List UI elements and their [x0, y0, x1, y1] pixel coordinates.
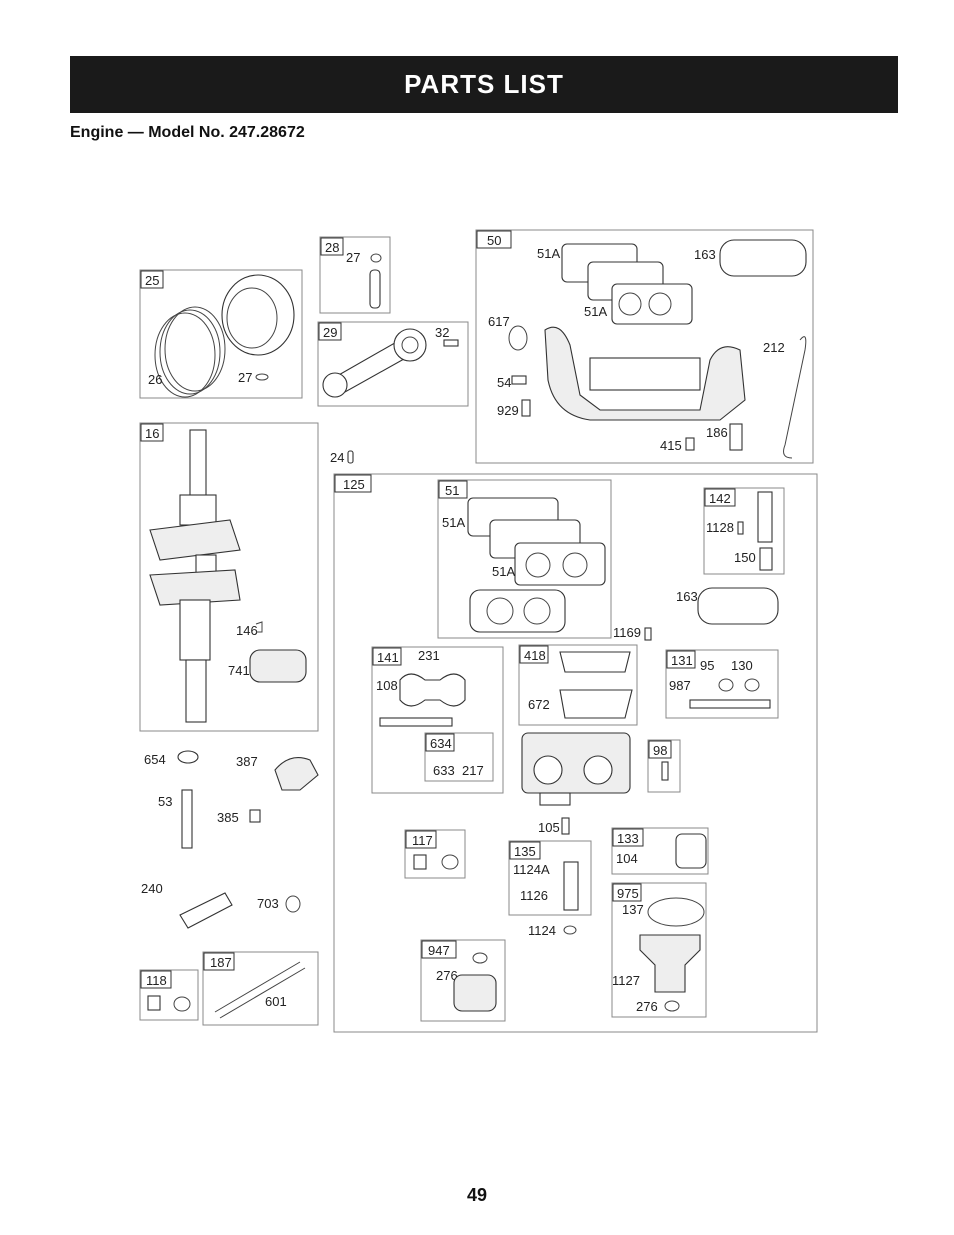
callout-54: 54	[497, 375, 511, 390]
callout-27-a: 27	[238, 370, 252, 385]
callout-53: 53	[158, 794, 172, 809]
callout-186: 186	[706, 425, 728, 440]
callout-1126: 1126	[520, 888, 548, 903]
callout-1124A: 1124A	[513, 862, 550, 877]
callout-27-b: 27	[346, 250, 360, 265]
callout-51A-3: 51A	[442, 515, 465, 530]
callout-98: 98	[653, 743, 667, 758]
callout-1128: 1128	[706, 520, 734, 535]
callout-150: 150	[734, 550, 756, 565]
callout-25: 25	[145, 273, 159, 288]
callout-51: 51	[445, 483, 459, 498]
callout-418: 418	[524, 648, 546, 663]
callout-415: 415	[660, 438, 682, 453]
callout-1169: 1169	[613, 625, 641, 640]
callout-142: 142	[709, 491, 731, 506]
group-50-intake-manifold: 50 51A 51A 163 617 212 54 929 186 415	[475, 229, 814, 464]
callout-51A-2: 51A	[584, 304, 607, 319]
group-16-crankshaft: 16 146 741	[139, 422, 319, 732]
group-25-piston: 25 26 27	[139, 269, 303, 399]
group-28-wrist-pin: 28 27	[319, 236, 391, 314]
callout-187: 187	[210, 955, 232, 970]
callout-16: 16	[145, 426, 159, 441]
callout-95: 95	[700, 658, 714, 673]
page-banner: PARTS LIST	[70, 56, 898, 113]
callout-672: 672	[528, 697, 550, 712]
callout-105: 105	[538, 820, 560, 835]
callout-135: 135	[514, 844, 536, 859]
callout-29: 29	[323, 325, 337, 340]
callout-133: 133	[617, 831, 639, 846]
callout-32: 32	[435, 325, 449, 340]
callout-387: 387	[236, 754, 258, 769]
callout-24: 24	[330, 450, 344, 465]
callout-212: 212	[763, 340, 785, 355]
callout-240: 240	[141, 881, 163, 896]
group-187-fuel-line: 187 601	[202, 951, 319, 1026]
callout-385: 385	[217, 810, 239, 825]
callout-130: 130	[731, 658, 753, 673]
callout-741: 741	[228, 663, 250, 678]
callout-633: 633	[433, 763, 455, 778]
callout-947: 947	[428, 943, 450, 958]
callout-118: 118	[146, 973, 167, 988]
callout-617: 617	[488, 314, 510, 329]
callout-137: 137	[622, 902, 644, 917]
callout-163-2: 163	[676, 589, 698, 604]
callout-104: 104	[616, 851, 638, 866]
callout-141: 141	[377, 650, 399, 665]
callout-276-a: 276	[436, 968, 458, 983]
group-118: 118	[139, 969, 199, 1021]
callout-276-b: 276	[636, 999, 658, 1014]
callout-51A-1: 51A	[537, 246, 560, 261]
callout-125: 125	[343, 477, 365, 492]
callout-51A-4: 51A	[492, 564, 515, 579]
callout-146: 146	[236, 623, 258, 638]
callout-163-1: 163	[694, 247, 716, 262]
callout-117: 117	[412, 833, 433, 848]
callout-50: 50	[487, 233, 501, 248]
callout-987: 987	[669, 678, 691, 693]
group-125-carburetor: 125 51 51A 51A 1169 142 1128 150 163 141…	[333, 473, 818, 1033]
group-29-connecting-rod: 29 32	[317, 321, 469, 407]
callout-654: 654	[144, 752, 166, 767]
engine-model-subtitle: Engine — Model No. 247.28672	[70, 124, 305, 141]
callout-28: 28	[325, 240, 339, 255]
callout-601: 601	[265, 994, 287, 1009]
callout-231: 231	[418, 648, 440, 663]
callout-108: 108	[376, 678, 398, 693]
page-title: PARTS LIST	[404, 69, 564, 99]
callout-1127: 1127	[612, 973, 640, 988]
callout-26: 26	[148, 372, 162, 387]
callout-1124: 1124	[528, 923, 556, 938]
callout-217: 217	[462, 763, 484, 778]
callout-929: 929	[497, 403, 519, 418]
callout-634: 634	[430, 736, 452, 751]
page-number: 49	[466, 1185, 488, 1205]
callout-975: 975	[617, 886, 639, 901]
callout-131: 131	[671, 653, 693, 668]
callout-703: 703	[257, 896, 279, 911]
group-fuel-parts: 654 387 53 385 240 703	[141, 750, 319, 929]
